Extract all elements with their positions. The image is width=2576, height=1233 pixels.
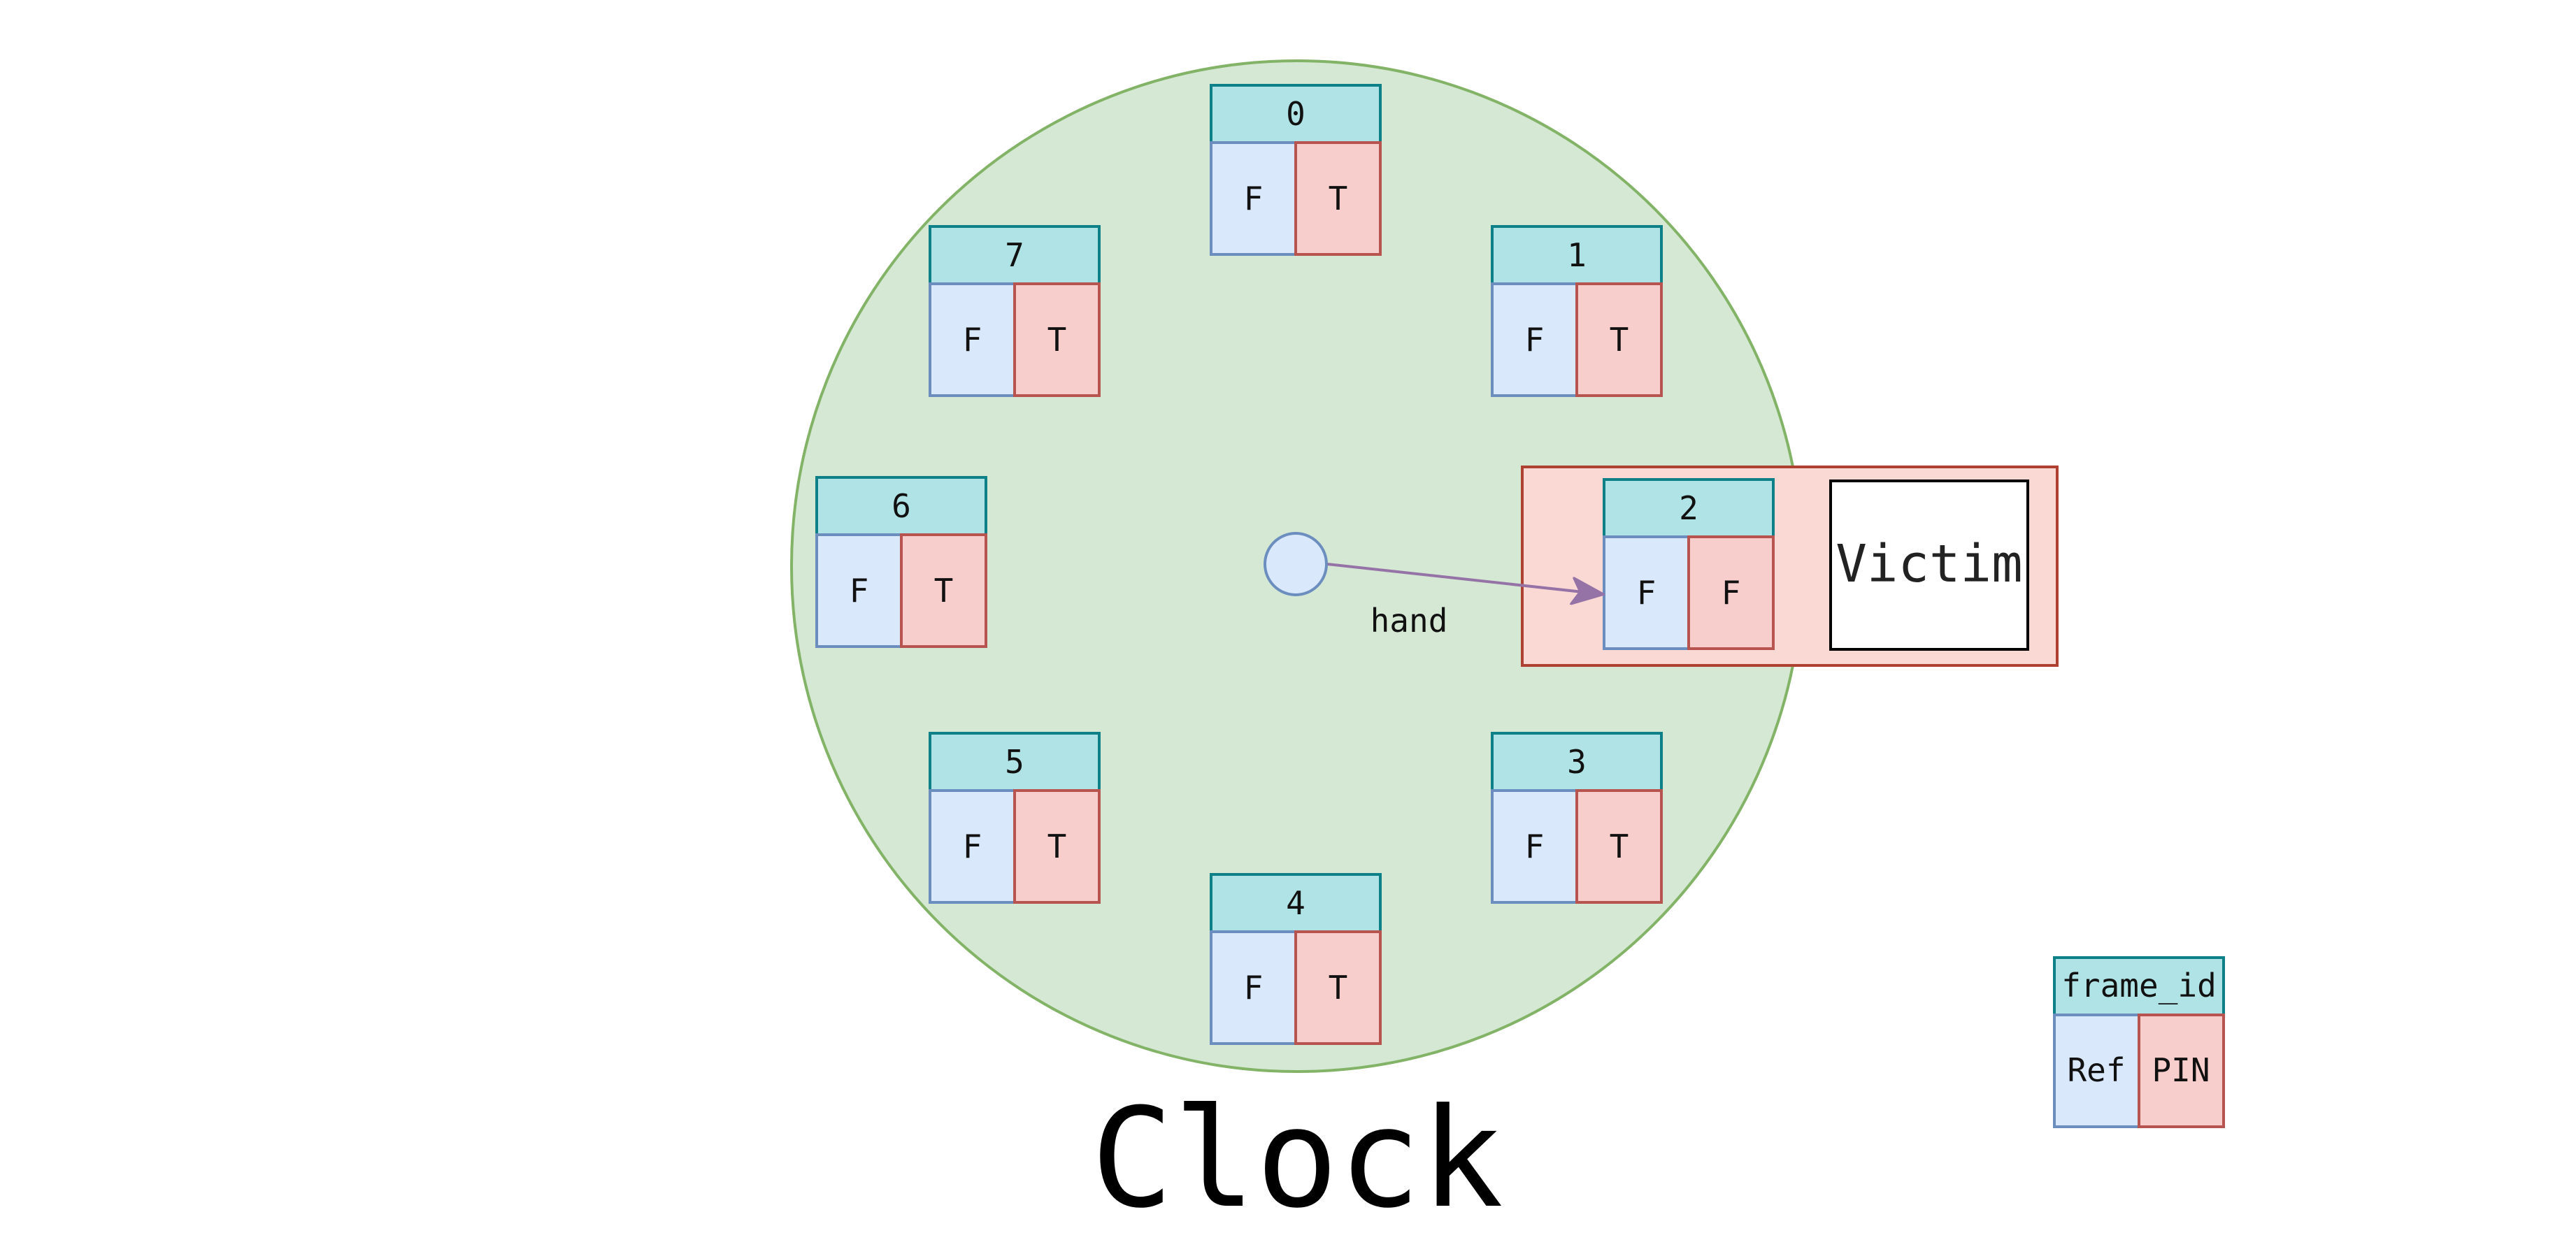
hand-label: hand <box>1371 602 1448 640</box>
frame-slot-4: 4F T <box>1210 873 1382 1045</box>
frame-7-header-cell <box>929 225 1101 285</box>
frame-4-ref-value: F <box>1244 969 1264 1007</box>
frame-slot-0: 0F T <box>1210 84 1382 256</box>
frame-1-ref-cell <box>1491 282 1578 397</box>
frame-slot-6: 6F T <box>815 476 987 648</box>
frame-6-pin-cell <box>900 533 987 648</box>
frame-0-pin-value: T <box>1329 180 1348 217</box>
frame-1-pin-value: T <box>1610 321 1629 359</box>
clock-hand-arrow <box>1326 563 1602 594</box>
frame-4-id-label: 4 <box>1286 884 1305 922</box>
frame-0-id-label: 0 <box>1286 95 1305 133</box>
frame-6-ref-value: F <box>850 572 869 610</box>
frame-3-pin-value: T <box>1610 828 1629 865</box>
frame-3-id-label: 3 <box>1567 743 1587 781</box>
frame-5-pin-value: T <box>1047 828 1067 865</box>
frame-slot-5: 5F T <box>929 732 1101 904</box>
frame-4-pin-value: T <box>1329 969 1348 1007</box>
frame-4-header-cell <box>1210 873 1382 933</box>
frame-1-id-label: 1 <box>1567 236 1587 274</box>
frame-4-ref-cell <box>1210 930 1297 1045</box>
victim-label-box <box>1829 480 2029 651</box>
frame-3-header-cell <box>1491 732 1663 792</box>
frame-6-id-label: 6 <box>892 487 911 525</box>
legend-pin-label: PIN <box>2152 1051 2210 1089</box>
frame-slot-1: 1F T <box>1491 225 1663 397</box>
frame-3-ref-value: F <box>1525 828 1545 865</box>
legend-ref-label: Ref <box>2067 1051 2125 1089</box>
legend-ref-cell <box>2053 1014 2140 1128</box>
frame-slot-2: 2F F <box>1603 478 1775 650</box>
frame-2-ref-value: F <box>1637 574 1656 612</box>
frame-6-pin-value: T <box>934 572 954 610</box>
frame-5-ref-value: F <box>963 828 982 865</box>
frame-0-header-cell <box>1210 84 1382 144</box>
frame-slot-7: 7F T <box>929 225 1101 397</box>
clock-title: Clock <box>1091 1079 1503 1233</box>
legend-header-label: frame_id <box>2061 967 2217 1004</box>
frame-7-pin-cell <box>1013 282 1101 397</box>
frame-2-pin-value: F <box>1722 574 1741 612</box>
frame-3-pin-cell <box>1575 789 1663 904</box>
frame-2-pin-cell <box>1687 535 1775 650</box>
frame-1-ref-value: F <box>1525 321 1545 359</box>
frame-0-pin-cell <box>1294 141 1382 256</box>
frame-2-ref-cell <box>1603 535 1690 650</box>
legend-pin-cell <box>2138 1014 2225 1128</box>
victim-label: Victim <box>1836 534 2022 594</box>
frame-3-ref-cell <box>1491 789 1578 904</box>
frame-4-pin-cell <box>1294 930 1382 1045</box>
frame-1-pin-cell <box>1575 282 1663 397</box>
clock-hand-pivot <box>1264 532 1328 596</box>
frame-0-ref-cell <box>1210 141 1297 256</box>
frame-7-pin-value: T <box>1047 321 1067 359</box>
frame-7-id-label: 7 <box>1005 236 1024 274</box>
legend-header-cell <box>2053 956 2225 1016</box>
frame-0-ref-value: F <box>1244 180 1264 217</box>
frame-2-id-label: 2 <box>1679 489 1698 527</box>
frame-5-id-label: 5 <box>1005 743 1024 781</box>
legend: frame_id Ref PIN <box>2053 956 2225 1128</box>
frame-7-ref-value: F <box>963 321 982 359</box>
frame-5-pin-cell <box>1013 789 1101 904</box>
frame-slot-3: 3F T <box>1491 732 1663 904</box>
